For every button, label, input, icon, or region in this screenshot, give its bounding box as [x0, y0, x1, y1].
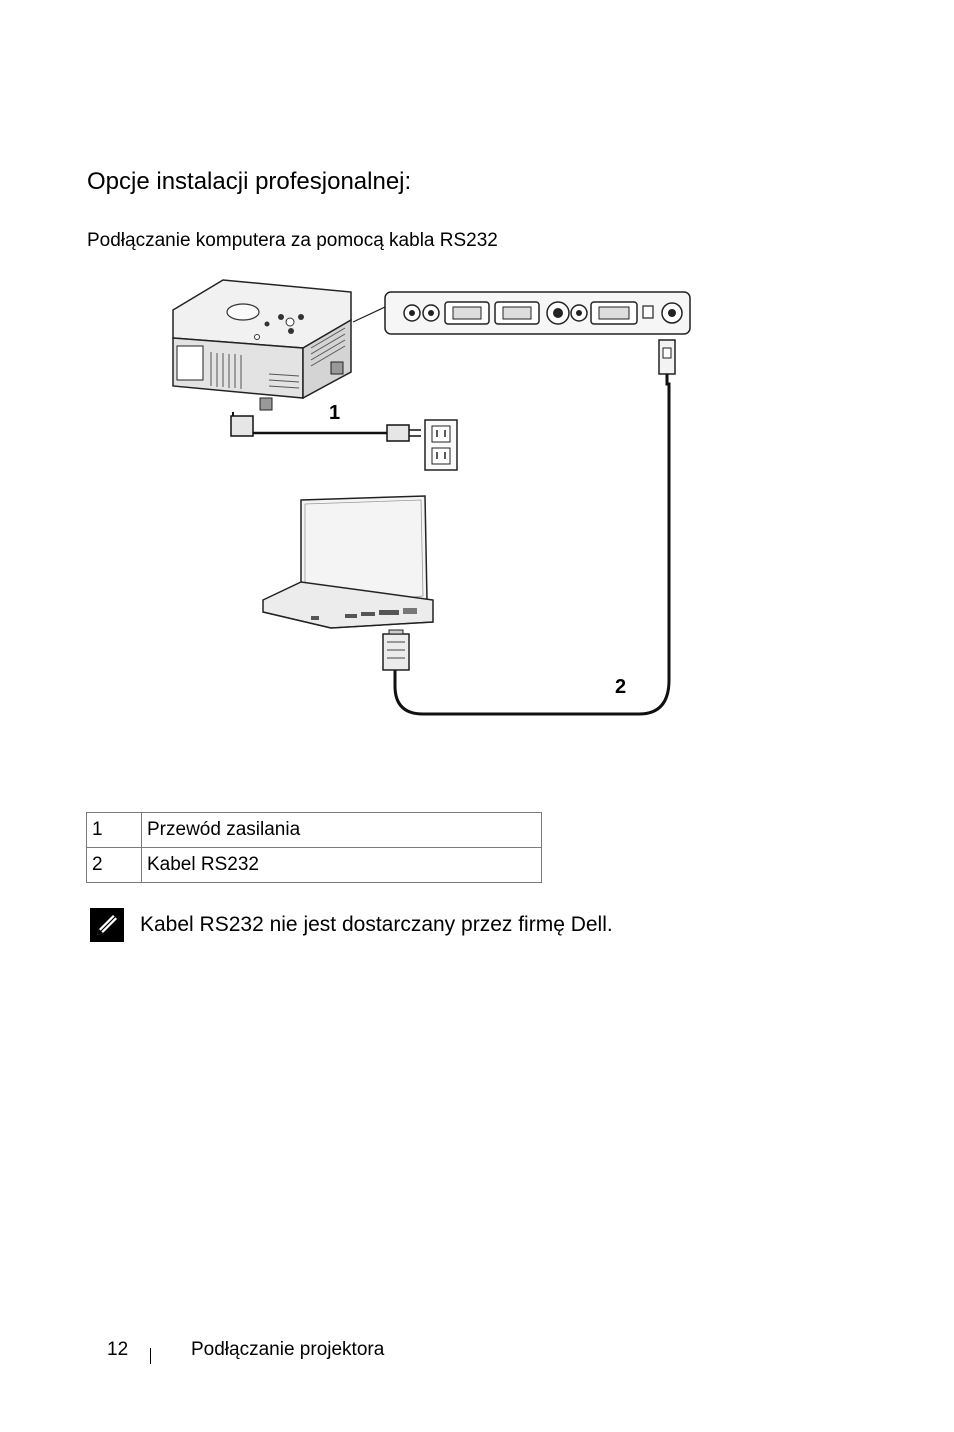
rear-panel: [352, 291, 691, 335]
rs232-cable: [382, 339, 676, 716]
callout-2: 2: [615, 676, 626, 698]
footer-section-title: Podłączanie projektora: [191, 1339, 385, 1360]
section-subheading: Podłączanie komputera za pomocą kabla RS…: [87, 230, 498, 251]
page-number: 12: [107, 1339, 129, 1360]
lens-icon: [226, 303, 260, 321]
legend-number: 1: [86, 812, 142, 848]
legend-label: Kabel RS232: [141, 847, 542, 883]
legend-label: Przewód zasilania: [141, 812, 542, 848]
page-heading: Opcje instalacji profesjonalnej:: [87, 168, 412, 195]
projector-vents: [210, 327, 346, 389]
power-cord: [230, 412, 421, 442]
note: Kabel RS232 nie jest dostarczany przez f…: [90, 908, 613, 942]
footer-divider: [150, 1348, 151, 1364]
projector: [172, 279, 352, 411]
note-text: Kabel RS232 nie jest dostarczany przez f…: [140, 913, 613, 936]
note-pencil-icon: [90, 908, 124, 942]
legend-number: 2: [86, 847, 142, 883]
connection-diagram-svg: 1 2: [172, 279, 691, 716]
connection-diagram: 1 2: [115, 262, 710, 728]
wall-outlet: [424, 419, 458, 471]
callout-1: 1: [329, 402, 340, 424]
laptop: [262, 495, 434, 629]
